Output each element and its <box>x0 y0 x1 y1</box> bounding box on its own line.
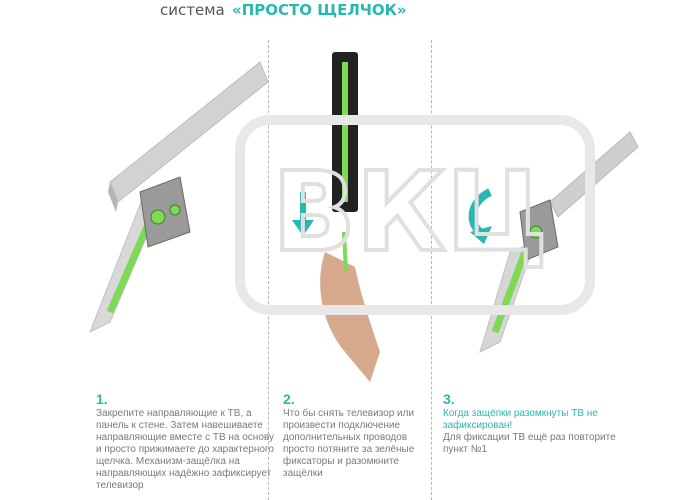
page-header: система «ПРОСТО ЩЕЛЧОК» <box>0 0 700 22</box>
step-1-text: 1. Закрепите направляющие к ТВ, а панель… <box>96 392 281 492</box>
step-1-line: направляющие вместе с ТВ на основу <box>96 432 274 443</box>
step-3-illustration <box>440 22 660 392</box>
step-2-line: произвести подключение <box>283 420 401 431</box>
step-1-number: 1. <box>96 391 108 407</box>
step-3-number: 3. <box>443 391 455 407</box>
step-2-text: 2. Что бы снять телевизор или произвести… <box>283 392 433 480</box>
step-3-text: 3. Когда защёпки разомкнуты ТВ не зафикс… <box>443 392 633 456</box>
header-prefix: система <box>160 1 225 19</box>
step-1-line: панель к стене. Затем навешиваете <box>96 420 263 431</box>
step-2-line: просто потяните за зелёные <box>283 444 415 455</box>
step-3-line: пункт №1 <box>443 444 488 455</box>
step-1-line: и просто прижимаете до характерного <box>96 444 274 455</box>
step-3-line: Для фиксации ТВ ещё раз повторите <box>443 432 616 443</box>
step-3-warning-line: зафиксирован! <box>443 420 513 431</box>
step-1-line: Закрепите направляющие к ТВ, а <box>96 408 252 419</box>
header-title-accent: «ПРОСТО ЩЕЛЧОК» <box>232 1 407 19</box>
step-2-number: 2. <box>283 391 295 407</box>
step-2-line: фиксаторы и разомкните защёлки <box>283 456 399 479</box>
step-3-warning-line: Когда защёпки разомкнуты ТВ не <box>443 408 598 419</box>
step-1-line: направляющих надёжно зафиксирует <box>96 468 272 479</box>
step-2-line: дополнительных проводов <box>283 432 408 443</box>
step-1-illustration <box>50 22 270 392</box>
step-1-line: щелчка. Механизм-защёлка на <box>96 456 240 467</box>
step-2-line: Что бы снять телевизор или <box>283 408 415 419</box>
step-1-line: телевизор <box>96 480 144 491</box>
